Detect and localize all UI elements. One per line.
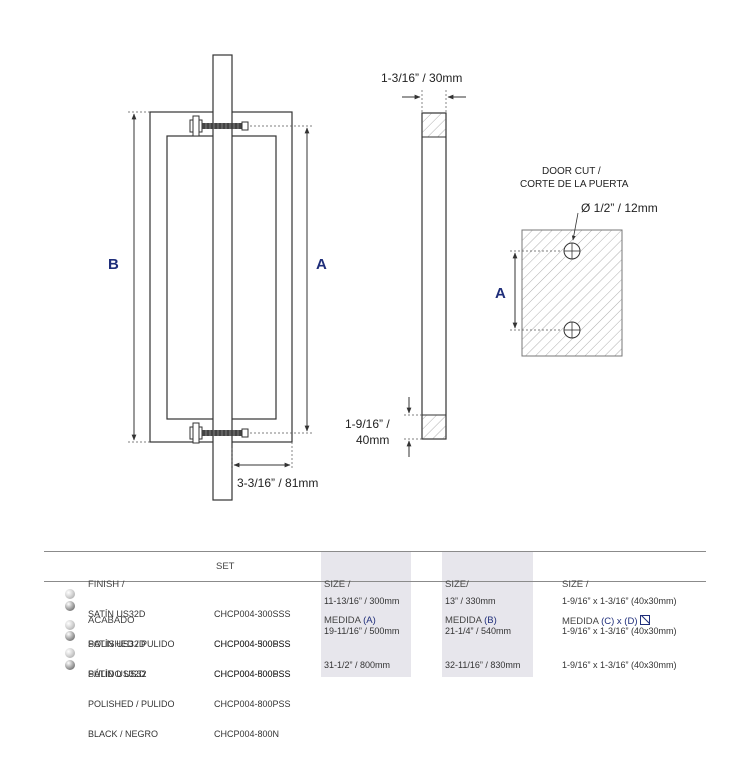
- front-view: B A 3-3/16” / 81mm: [108, 54, 327, 501]
- size-b-column-shade: [442, 551, 533, 677]
- label-a: A: [316, 256, 327, 273]
- size-cd-cell: 1-9/16” x 1-3/16” (40x30mm): [562, 626, 677, 636]
- set-cell: CHCP004-300SSS CHCP004-300PSS: [214, 609, 291, 649]
- size-b-cell: 21-1/4” / 540mm: [445, 626, 512, 636]
- door-cut-label-a: A: [495, 285, 506, 302]
- post-dimension-line1: 1-9/16” /: [345, 417, 390, 431]
- set-cell: CHCP004-500SSS CHCP004-500PSS: [214, 639, 291, 679]
- satin-swatch-icon: [65, 589, 75, 599]
- door-cut-title-line2: CORTE DE LA PUERTA: [520, 179, 629, 190]
- bottom-mounting-bolt: [189, 422, 249, 444]
- section-box-icon: [640, 615, 651, 625]
- offset-dimension-text: 3-3/16” / 81mm: [237, 476, 318, 490]
- size-a-cell: 31-1/2” / 800mm: [324, 660, 391, 670]
- top-mounting-bolt: [189, 115, 249, 137]
- dimension-width: 1-3/16” / 30mm: [381, 71, 466, 112]
- dimension-offset: 3-3/16” / 81mm: [231, 442, 318, 490]
- finish-cell: SATÍN US32D POLISHED / PULIDO BLACK / NE…: [88, 669, 175, 739]
- header-size-b: SIZE/ MEDIDA (B): [445, 579, 497, 626]
- hole-dimension-text: Ø 1/2” / 12mm: [581, 201, 658, 215]
- dimension-a: A: [250, 125, 327, 434]
- size-a-cell: 11-13/16” / 300mm: [324, 596, 400, 606]
- finish-cell: SATÍN US32D POLISHED / PULIDO: [88, 609, 175, 649]
- size-a-cell: 19-11/16” / 500mm: [324, 626, 400, 636]
- header-finish: FINISH / ACABADO: [88, 579, 135, 626]
- side-view: 1-3/16” / 30mm 1-9/16” / 40mm: [345, 71, 466, 457]
- technical-drawing: B A 3-3/16” / 81mm 1-3/16” / 30mm: [108, 54, 658, 501]
- side-top-cap: [421, 112, 447, 138]
- width-dimension-text: 1-3/16” / 30mm: [381, 71, 462, 85]
- side-bar: [421, 112, 447, 440]
- dimension-b: B: [108, 111, 150, 443]
- satin-swatch-icon: [65, 648, 75, 658]
- size-b-cell: 13” / 330mm: [445, 596, 496, 606]
- table-top-rule: [44, 551, 706, 552]
- size-cd-cell: 1-9/16” x 1-3/16” (40x30mm): [562, 660, 677, 670]
- finish-cell: SATÍN US32D PÚLIDO US32: [88, 639, 147, 679]
- door-cut: DOOR CUT / CORTE DE LA PUERTA Ø 1/2” / 1…: [495, 166, 658, 357]
- polished-swatch-icon: [65, 601, 75, 611]
- size-a-column-shade: [321, 551, 411, 677]
- door-post: [212, 54, 233, 501]
- satin-swatch-icon: [65, 620, 75, 630]
- header-size-a: SIZE / MEDIDA (A): [324, 579, 376, 626]
- header-size-cd: SIZE / MEDIDA (C) x (D): [562, 555, 651, 652]
- side-bottom-cap: [421, 414, 447, 440]
- size-cd-cell: 1-9/16” x 1-3/16” (40x30mm): [562, 596, 677, 606]
- polished-swatch-icon: [65, 660, 75, 670]
- label-b: B: [108, 256, 119, 273]
- polished-swatch-icon: [65, 631, 75, 641]
- set-cell: CHCP004-800SSS CHCP004-800PSS CHCP004-80…: [214, 669, 291, 739]
- header-set: SET: [216, 561, 235, 572]
- dimension-post: 1-9/16” / 40mm: [345, 397, 422, 457]
- post-dimension-line2: 40mm: [356, 433, 389, 447]
- size-b-cell: 32-11/16” / 830mm: [445, 660, 521, 670]
- door-cut-title-line1: DOOR CUT /: [542, 166, 601, 177]
- table-header-rule: [44, 581, 706, 582]
